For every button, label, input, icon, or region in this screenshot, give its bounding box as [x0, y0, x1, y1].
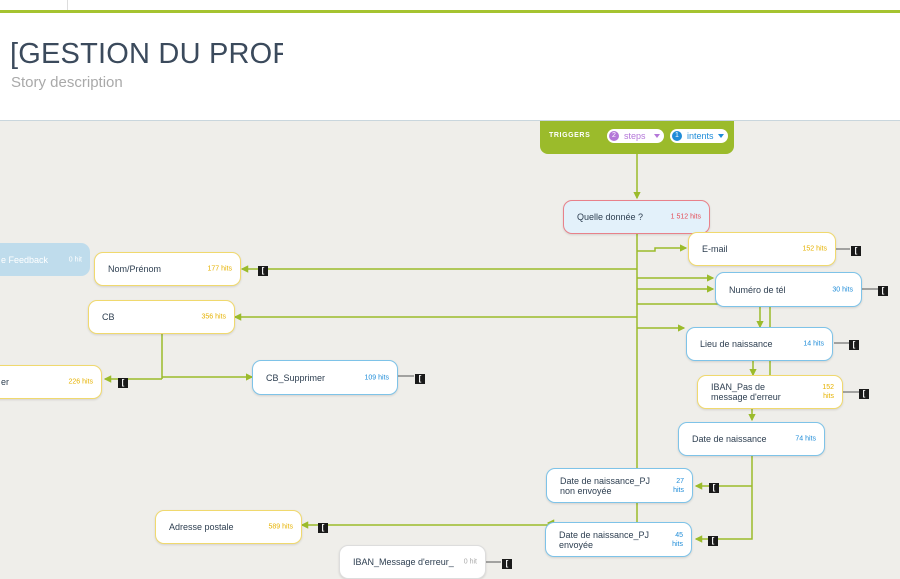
- flow-canvas[interactable]: TRIGGERS 2 steps 1 intents Quelle donnée…: [0, 121, 900, 579]
- node-name: e Feedback: [1, 254, 49, 265]
- node-hits: 0 hit: [68, 256, 82, 263]
- step-node-iban-pas-erreur[interactable]: IBAN_Pas de message d'erreur 152 hits: [697, 375, 843, 409]
- node-name: IBAN_Pas de message d'erreur: [711, 382, 781, 402]
- intents-count: 1: [672, 131, 682, 141]
- node-name: Date de naissance_PJ non envoyée: [560, 475, 651, 496]
- top-bar: [0, 0, 900, 13]
- node-hits: 1 512 hits: [670, 213, 701, 221]
- add-step-icon[interactable]: [: [849, 340, 859, 350]
- node-name: Lieu de naissance: [700, 339, 773, 349]
- node-hits: 589 hits: [268, 523, 293, 531]
- steps-label: steps: [624, 131, 646, 141]
- steps-dropdown[interactable]: 2 steps: [607, 129, 664, 143]
- node-hits: 30 hits: [832, 286, 853, 293]
- node-hits: 27 hits: [673, 477, 684, 494]
- add-step-icon[interactable]: [: [708, 536, 718, 546]
- steps-count: 2: [609, 131, 619, 141]
- page-title[interactable]: [GESTION DU PROFIL] M: [10, 38, 283, 70]
- step-node-cb[interactable]: CB 356 hits: [88, 300, 235, 334]
- triggers-label: TRIGGERS: [549, 132, 591, 139]
- triggers-panel: TRIGGERS 2 steps 1 intents: [540, 121, 734, 154]
- chevron-down-icon: [718, 134, 724, 138]
- chevron-down-icon: [654, 134, 660, 138]
- node-name: Numéro de tél: [729, 284, 786, 295]
- add-step-icon[interactable]: [: [851, 246, 861, 256]
- step-node-feedback[interactable]: e Feedback 0 hit: [0, 243, 90, 276]
- step-node-numero-tel[interactable]: Numéro de tél 30 hits: [715, 272, 862, 307]
- node-hits: 45 hits: [672, 531, 683, 548]
- node-name: E-mail: [702, 244, 728, 254]
- node-name: CB: [102, 312, 115, 322]
- node-name: IBAN_Message d'erreur_: [353, 557, 454, 567]
- intents-dropdown[interactable]: 1 intents: [670, 129, 728, 143]
- node-name: Quelle donnée ?: [577, 212, 644, 222]
- intents-label: intents: [687, 131, 714, 141]
- node-name: Date de naissance: [692, 434, 767, 444]
- node-name: CB_Supprimer: [266, 372, 326, 383]
- story-header: [GESTION DU PROFIL] M Story description: [0, 13, 900, 121]
- add-step-icon[interactable]: [: [415, 374, 425, 384]
- node-hits: 356 hits: [201, 313, 226, 321]
- add-step-icon[interactable]: [: [878, 286, 888, 296]
- add-step-icon[interactable]: [: [502, 559, 512, 569]
- node-hits: 177 hits: [207, 265, 232, 273]
- node-name: Date de naissance_PJ envoyée: [559, 529, 650, 550]
- step-node-iban-message-erreur[interactable]: IBAN_Message d'erreur_ 0 hit: [339, 545, 486, 579]
- step-node-lieu-naissance[interactable]: Lieu de naissance 14 hits: [686, 327, 833, 361]
- node-hits: 14 hits: [803, 340, 824, 348]
- step-node-er[interactable]: er 226 hits: [0, 365, 102, 399]
- top-divider: [67, 0, 68, 10]
- node-hits: 0 hit: [463, 558, 477, 566]
- step-node-date-pj-non-envoyee[interactable]: Date de naissance_PJ non envoyée 27 hits: [546, 468, 693, 503]
- add-step-icon[interactable]: [: [118, 378, 128, 388]
- step-node-adresse-postale[interactable]: Adresse postale 589 hits: [155, 510, 302, 544]
- node-hits: 74 hits: [795, 435, 816, 443]
- node-hits: 152 hits: [822, 384, 834, 400]
- step-node-email[interactable]: E-mail 152 hits: [688, 232, 836, 266]
- node-hits: 152 hits: [802, 245, 827, 253]
- node-name: Adresse postale: [169, 522, 234, 532]
- step-node-nom-prenom[interactable]: Nom/Prénom 177 hits: [94, 252, 241, 286]
- story-description[interactable]: Story description: [11, 74, 123, 91]
- add-step-icon[interactable]: [: [709, 483, 719, 493]
- add-step-icon[interactable]: [: [318, 523, 328, 533]
- add-step-icon[interactable]: [: [859, 389, 869, 399]
- node-hits: 109 hits: [364, 374, 389, 381]
- step-node-cb-supprimer[interactable]: CB_Supprimer 109 hits: [252, 360, 398, 395]
- node-hits: 226 hits: [68, 378, 93, 386]
- node-name: Nom/Prénom: [108, 264, 162, 274]
- step-node-quelle-donnee[interactable]: Quelle donnée ? 1 512 hits: [563, 200, 710, 234]
- node-name: er: [1, 377, 10, 387]
- add-step-icon[interactable]: [: [258, 266, 268, 276]
- step-node-date-pj-envoyee[interactable]: Date de naissance_PJ envoyée 45 hits: [545, 522, 692, 557]
- step-node-date-naissance[interactable]: Date de naissance 74 hits: [678, 422, 825, 456]
